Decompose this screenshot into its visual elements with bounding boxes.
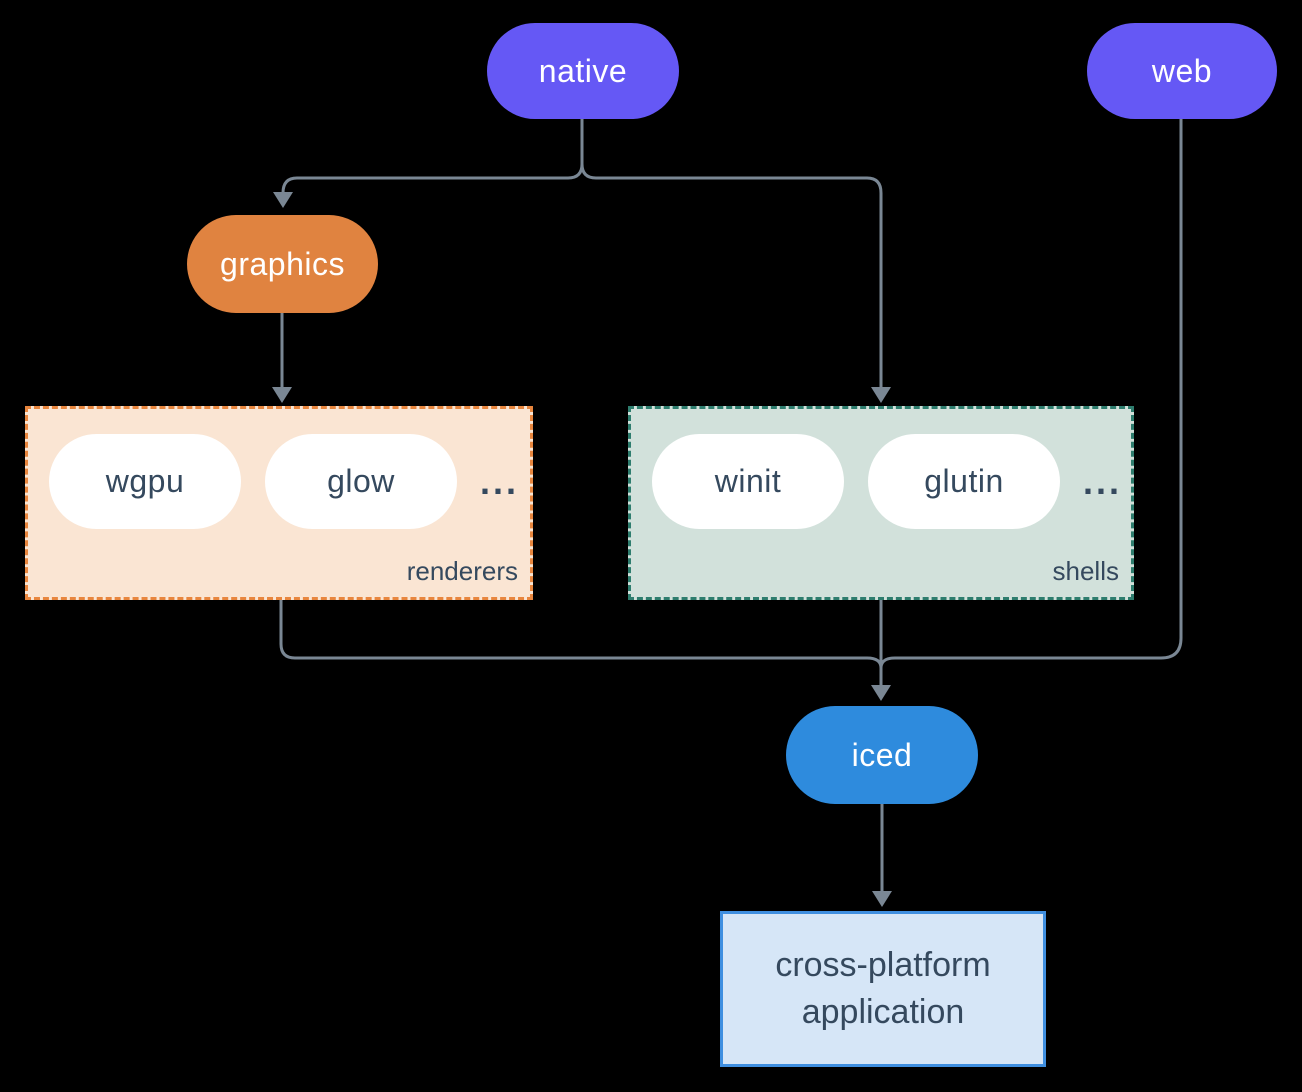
- connector-native-to-graphics: [281, 119, 584, 194]
- node-glow: glow: [265, 434, 457, 529]
- connector-web-to-junction: [879, 119, 1183, 669]
- app-label-line2: application: [801, 993, 965, 1031]
- app-label-line1: cross-platform: [775, 946, 991, 984]
- node-native: native: [487, 23, 679, 119]
- shells-ellipsis: ...: [1083, 461, 1123, 502]
- arrowhead-renderers: [272, 387, 292, 403]
- cross-platform-application-box: cross-platform application: [720, 911, 1046, 1067]
- arrowhead-app: [872, 891, 892, 907]
- node-wgpu: wgpu: [49, 434, 241, 529]
- node-iced: iced: [786, 706, 978, 804]
- arrowhead-iced: [871, 685, 891, 701]
- node-winit: winit: [652, 434, 844, 529]
- arrowhead-shells: [871, 387, 891, 403]
- renderers-caption: renderers: [406, 556, 518, 586]
- arrowhead-graphics: [273, 192, 293, 208]
- group-shells: winit glutin ... shells: [628, 406, 1134, 600]
- group-renderers: wgpu glow ... renderers: [25, 406, 533, 600]
- node-web: web: [1087, 23, 1277, 119]
- connector-native-to-shells: [580, 119, 883, 388]
- shells-caption: shells: [1052, 556, 1119, 586]
- node-glutin: glutin: [868, 434, 1060, 529]
- renderers-ellipsis: ...: [480, 461, 520, 502]
- node-graphics: graphics: [187, 215, 378, 313]
- connector-renderers-to-junction: [279, 600, 883, 669]
